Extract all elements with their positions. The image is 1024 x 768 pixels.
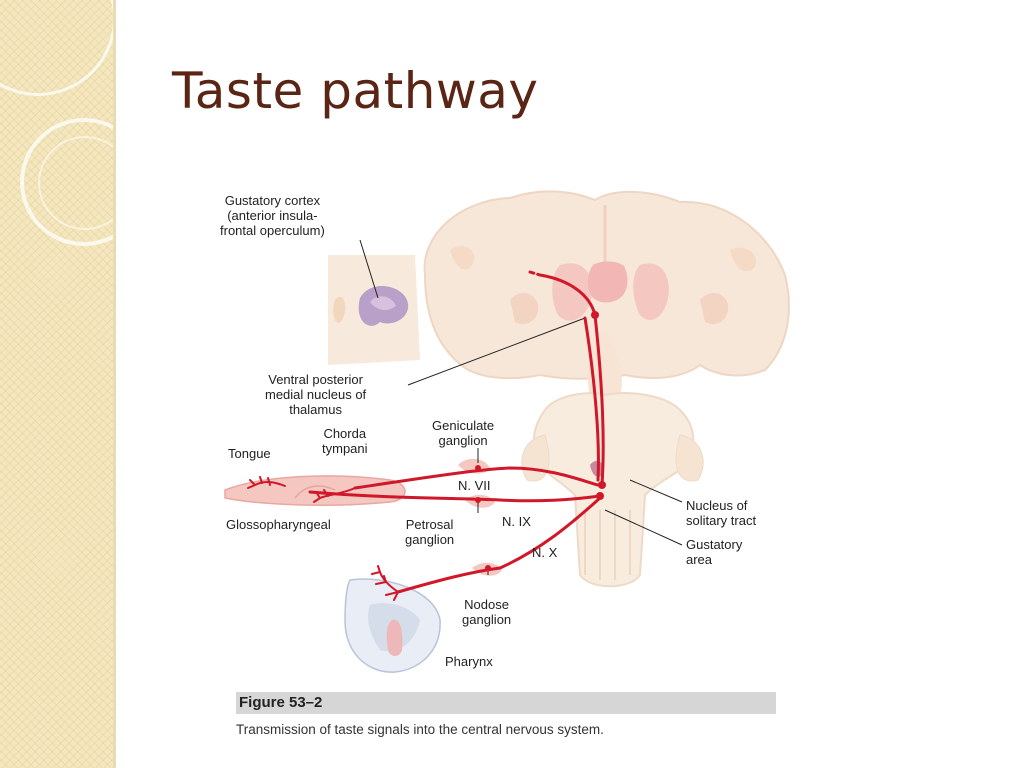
tongue-label: Tongue — [228, 446, 271, 461]
decorative-sidebar — [0, 0, 113, 768]
n-vii-label: N. VII — [458, 478, 491, 493]
synapse-dots — [475, 311, 606, 571]
figure-number: Figure 53–2 — [239, 694, 323, 711]
brain-coronal-section — [423, 190, 790, 395]
geniculate-ganglion-label: Geniculate ganglion — [432, 418, 495, 448]
vpm-thalamus-label: Ventral posterior medial nucleus of thal… — [265, 372, 367, 417]
nucleus-solitary-tract-label: Nucleus of solitary tract — [686, 498, 757, 528]
pharynx-illustration — [344, 578, 441, 673]
decorative-ring — [38, 136, 113, 230]
sidebar-border — [113, 0, 116, 768]
pharynx-label: Pharynx — [445, 654, 493, 669]
nerve-pathways — [308, 270, 605, 594]
pathway-diagram — [224, 190, 790, 673]
decorative-ring — [0, 0, 113, 96]
glossopharyngeal-label: Glossopharyngeal — [226, 517, 331, 532]
figure-caption: Transmission of taste signals into the c… — [236, 722, 604, 737]
n-ix-label: N. IX — [502, 514, 531, 529]
nerve-branches — [247, 476, 399, 601]
petrosal-ganglion-label: Petrosal ganglion — [405, 517, 455, 547]
gustatory-area-label: Gustatory area — [686, 537, 743, 567]
chorda-tympani-label: Chorda tympani — [322, 426, 368, 456]
leader-lines — [359, 239, 683, 575]
insula-section-illustration — [328, 255, 420, 365]
gustatory-cortex-label: Gustatory cortex (anterior insula- front… — [220, 193, 325, 238]
nodose-ganglion-label: Nodose ganglion — [462, 597, 512, 627]
slide-title: Taste pathway — [172, 62, 539, 120]
figure-number-bar: Figure 53–2 — [236, 692, 776, 714]
taste-pathway-figure: Gustatory cortex (anterior insula- front… — [210, 180, 810, 750]
n-x-label: N. X — [532, 545, 558, 560]
